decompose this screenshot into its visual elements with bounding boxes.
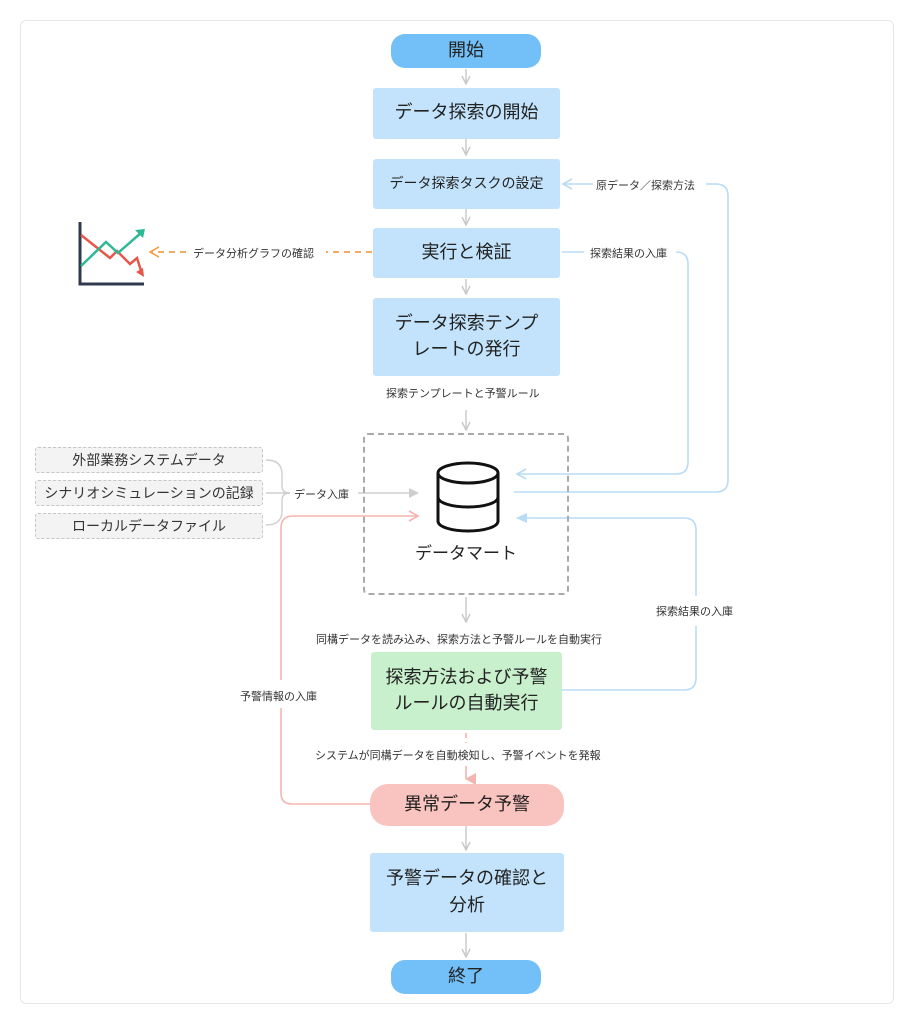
start-node[interactable]: 開始 (391, 34, 541, 68)
end-label: 終了 (448, 965, 484, 987)
auto-execute-node[interactable]: 探索方法および予警ルールの自動実行 (371, 652, 562, 730)
database-icon (436, 461, 500, 533)
edge-label-data-ingest: データ入庫 (291, 486, 352, 502)
task-setup-node[interactable]: データ探索タスクの設定 (373, 159, 560, 209)
edge-label-read-and-execute: 同構データを読み込み、探索方法と予警ルールを自動実行 (313, 631, 605, 647)
edge-label-result-store-2: 探索結果の入庫 (653, 603, 736, 619)
publish-template-node[interactable]: データ探索テンプレートの発行 (373, 298, 560, 376)
anomaly-alert-label: 異常データ予警 (404, 793, 530, 815)
begin-exploration-label: データ探索の開始 (394, 102, 539, 124)
source-local-file[interactable]: ローカルデータファイル (35, 513, 263, 539)
review-alert-label: 予警データの確認と分析 (386, 868, 548, 916)
execute-verify-label: 実行と検証 (421, 241, 512, 263)
source-scenario-simulation-label: シナリオシミュレーションの記録 (44, 486, 254, 502)
edge-label-raw-data-method: 原データ／探索方法 (593, 177, 698, 193)
source-scenario-simulation[interactable]: シナリオシミュレーションの記録 (35, 480, 263, 506)
review-alert-node[interactable]: 予警データの確認と分析 (370, 853, 564, 932)
source-external-system[interactable]: 外部業務システムデータ (35, 447, 263, 473)
source-external-system-label: 外部業務システムデータ (72, 453, 226, 469)
task-setup-label: データ探索タスクの設定 (389, 175, 544, 192)
end-node[interactable]: 終了 (391, 960, 541, 994)
execute-verify-node[interactable]: 実行と検証 (373, 228, 560, 278)
source-local-file-label: ローカルデータファイル (72, 519, 226, 535)
start-label: 開始 (448, 39, 484, 61)
publish-template-label: データ探索テンプレートの発行 (394, 312, 539, 360)
edge-label-chart-check: データ分析グラフの確認 (190, 245, 317, 261)
data-mart-label: データマート (415, 544, 517, 564)
begin-exploration-node[interactable]: データ探索の開始 (373, 88, 560, 139)
anomaly-alert-node[interactable]: 異常データ予警 (370, 784, 564, 826)
edge-label-result-store-1: 探索結果の入庫 (587, 245, 670, 261)
data-mart-node[interactable]: データマート (363, 433, 569, 595)
auto-execute-label: 探索方法および予警ルールの自動実行 (385, 666, 548, 714)
edge-label-detect-and-alert: システムが同構データを自動検知し、予警イベントを発報 (312, 747, 604, 763)
edge-label-template-rules: 探索テンプレートと予警ルール (383, 385, 543, 401)
edge-label-alert-store: 予警情報の入庫 (237, 688, 320, 704)
